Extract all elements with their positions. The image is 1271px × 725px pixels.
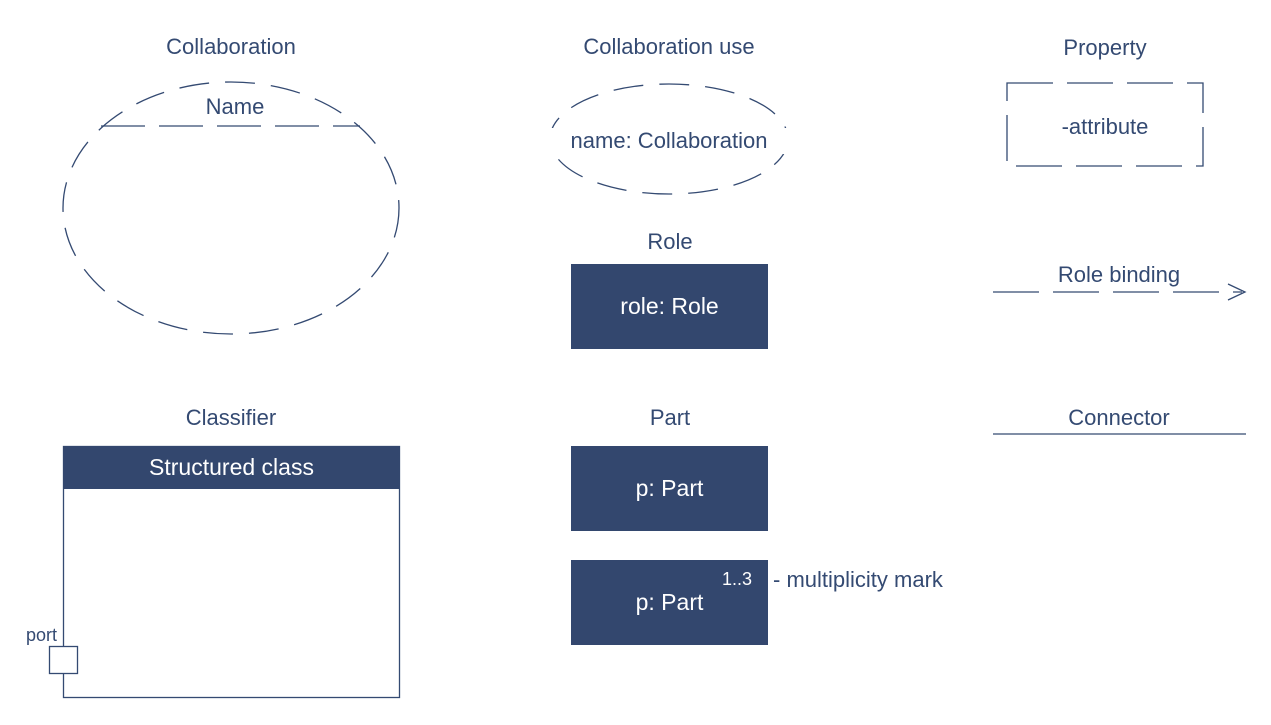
part-multiplicity-box[interactable]: p: Part (571, 560, 768, 645)
structured-class-header-label: Structured class (149, 454, 314, 480)
structured-class-header[interactable]: Structured class (63, 446, 400, 489)
collaboration-title: Collaboration (166, 34, 296, 59)
role-binding-label: Role binding (1049, 262, 1189, 288)
part-multiplicity-label: p: Part (635, 589, 704, 615)
part-box[interactable]: p: Part (571, 446, 768, 531)
multiplicity-note: - multiplicity mark (773, 567, 943, 592)
property-label: -attribute (1061, 114, 1149, 139)
port-square[interactable] (48, 645, 79, 675)
property-title: Property (1063, 35, 1147, 60)
part-title: Part (649, 405, 691, 430)
port-label: port (26, 625, 58, 645)
property-box[interactable] (1006, 82, 1204, 167)
multiplicity-mark: 1..3 (722, 569, 753, 589)
role-binding-arrowhead (1227, 283, 1247, 301)
role-label: role: Role (620, 293, 719, 319)
part-label: p: Part (635, 475, 704, 501)
collaboration-use-label: name: Collaboration (549, 128, 789, 154)
collaboration-ellipse[interactable] (62, 81, 400, 335)
connector-label: Connector (1068, 405, 1170, 430)
role-box[interactable]: role: Role (571, 264, 768, 349)
role-title: Role (647, 229, 693, 254)
classifier-title: Classifier (185, 405, 277, 430)
collaboration-use-title: Collaboration use (583, 34, 755, 59)
collaboration-name-label: Name (181, 94, 289, 120)
